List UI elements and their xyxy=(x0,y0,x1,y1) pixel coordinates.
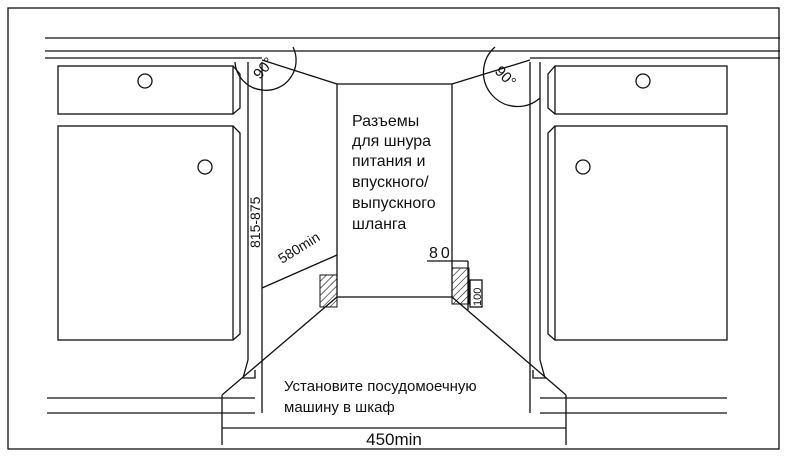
connectors-label: Разъемы для шнура питания и впускного/ в… xyxy=(352,113,440,233)
depth-min-label: 580min xyxy=(275,229,322,267)
height-range-label: 815-875 xyxy=(247,196,263,248)
right-cabinet xyxy=(529,62,728,414)
install-label: Установите посудомоечную машину в шкаф xyxy=(284,378,481,416)
angle-right-label: 90° xyxy=(491,63,519,91)
width-min-label: 450min xyxy=(366,430,422,449)
countertop xyxy=(45,37,780,59)
hatched-block-left xyxy=(319,274,338,308)
offset-80-label: 80 xyxy=(429,245,453,262)
offset-100-label: 100 xyxy=(472,288,484,306)
niche xyxy=(221,46,567,445)
frame-border xyxy=(7,7,780,450)
left-cabinet xyxy=(47,62,263,414)
